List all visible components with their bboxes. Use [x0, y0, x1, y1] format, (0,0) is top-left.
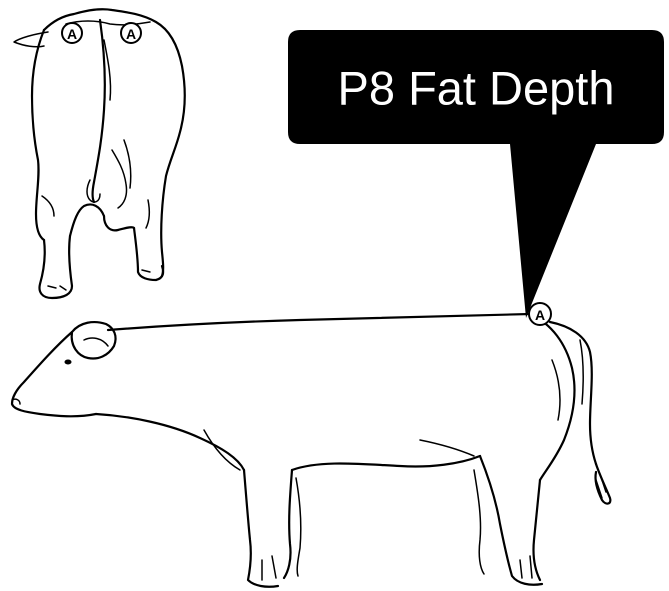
marker-p8-site-label: A [535, 307, 545, 323]
marker-p8-site: A [529, 303, 551, 325]
cow-rear-view [14, 9, 185, 298]
callout-label: P8 Fat Depth [338, 62, 615, 115]
callout-bubble: P8 Fat Depth [288, 30, 664, 318]
marker-rear-right-label: A [126, 26, 136, 42]
marker-rear-left-label: A [67, 26, 77, 42]
marker-rear-left: A [62, 23, 82, 43]
marker-rear-right: A [121, 23, 141, 43]
cow-side-view [12, 314, 610, 587]
